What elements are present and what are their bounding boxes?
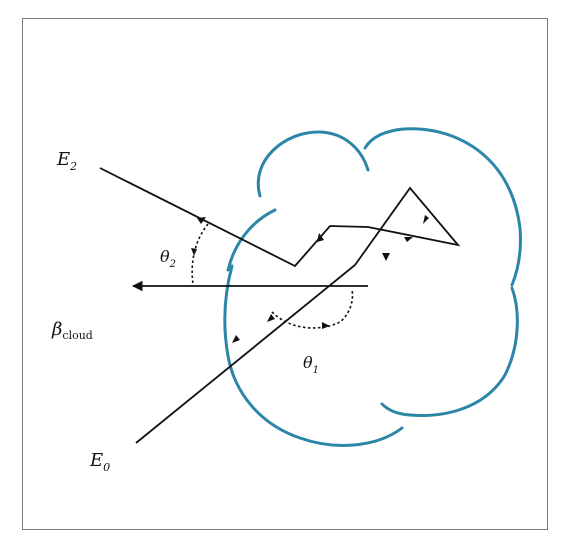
theta2-arc-arrowhead (191, 248, 197, 256)
arrow-incoming-2 (267, 314, 275, 322)
cloud-arc-bottom (223, 264, 404, 447)
cloud-arc-left (226, 208, 277, 272)
label-beta-cloud: βcloud (51, 319, 93, 342)
photon-path (99, 167, 461, 444)
label-e0: E0 (89, 450, 110, 474)
cloud-arc-top-right (363, 127, 522, 287)
scatter-path-polyline (99, 167, 461, 444)
arrow-incoming-1 (232, 335, 240, 343)
theta1-arc-arrowhead (322, 322, 330, 329)
direction-arrows (197, 215, 429, 343)
label-theta1: θ1 (303, 353, 319, 376)
cloud-arc-top-left (256, 130, 370, 198)
arrow-zigzag-up (423, 215, 429, 224)
cloud-outline (223, 127, 522, 447)
theta1-arc (271, 289, 354, 329)
diagram-frame (22, 18, 548, 530)
arrow-zigzag-left (404, 237, 413, 242)
cloud-arc-right (380, 286, 519, 417)
label-theta2: θ2 (160, 247, 176, 270)
arrow-zigzag-down (382, 253, 390, 261)
angle-arcs (191, 223, 354, 329)
arrow-zigzag-mid (317, 233, 324, 242)
arrow-exit (197, 217, 206, 224)
label-e2: E2 (56, 149, 77, 173)
